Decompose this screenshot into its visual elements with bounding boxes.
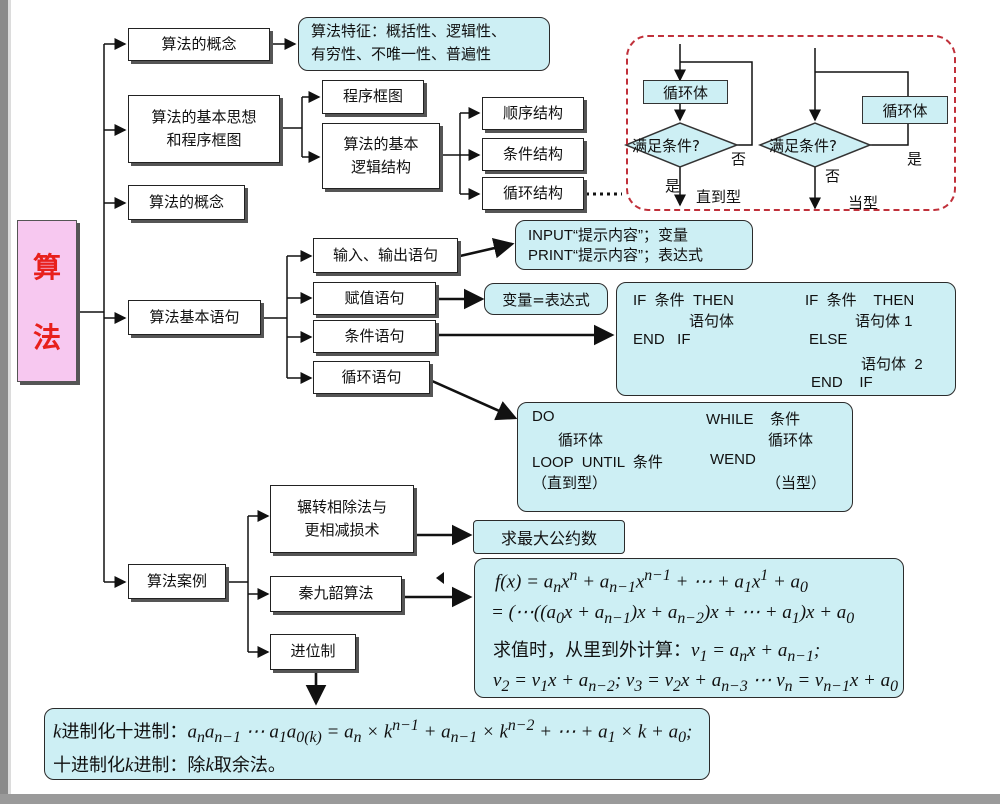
node-condition-structure: 条件结构 <box>482 138 584 171</box>
while-line3: WEND <box>710 451 756 468</box>
base-conv-line2: 十进制化k进制：除k取余法。 <box>53 751 286 777</box>
if2-line3: ELSE <box>809 331 848 348</box>
do-line2: 循环体 <box>558 432 604 449</box>
euclid-line2: 更相减损术 <box>304 521 380 539</box>
base-conv-k-1: k <box>53 721 62 743</box>
base-conv-line2-c: 取余法。 <box>213 755 286 776</box>
window-frame-left <box>0 0 8 804</box>
loop-diagram-frame <box>626 35 956 211</box>
qin-formula-line4: v2 = v1x + an−2; v3 = v2x + an−3 ⋯ vn = … <box>493 670 899 695</box>
while-line4: （当型） <box>766 475 827 492</box>
while-loop-body: 循环体 <box>862 96 948 124</box>
base-conversion-box: k进制化十进制：anan−1 ⋯ a1a0(k) = an × kn−1 + a… <box>44 708 710 780</box>
do-line3: LOOP UNTIL 条件 <box>532 454 663 471</box>
until-condition-label: 满足条件? <box>632 137 700 155</box>
node-algorithm-concept-2: 算法的概念 <box>128 185 245 220</box>
node-assign-statement: 赋值语句 <box>313 282 436 315</box>
window-frame-bottom <box>0 794 1000 804</box>
features-line2: 有穷性、不唯一性、普遍性 <box>311 44 492 63</box>
qin-formula-line3-text: 求值时，从里到外计算： <box>493 640 691 661</box>
until-type-label: 直到型 <box>696 188 742 206</box>
if1-line3: END IF <box>633 331 691 348</box>
root-node: 算 法 <box>17 220 77 382</box>
assign-detail-box: 变量=表达式 <box>484 283 608 315</box>
base-conv-line1: k进制化十进制：anan−1 ⋯ a1a0(k) = an × kn−1 + a… <box>53 717 693 747</box>
node-algorithm-concept: 算法的概念 <box>128 28 270 61</box>
root-char-1: 算 <box>32 251 61 284</box>
node-loop-statement: 循环语句 <box>313 361 430 394</box>
features-line1: 算法特征：概括性、逻辑性、 <box>311 22 507 40</box>
node-basic-logic: 算法的基本 逻辑结构 <box>322 123 440 189</box>
gcd-box: 求最大公约数 <box>473 520 625 554</box>
node-basic-idea: 算法的基本思想 和程序框图 <box>128 95 280 163</box>
io-detail-input: INPUT“提示内容”；变量 <box>528 227 688 244</box>
if-statement-box: IF 条件 THEN 语句体 END IF IF 条件 THEN 语句体 1 E… <box>616 282 956 396</box>
if1-line1: IF 条件 THEN <box>633 292 734 309</box>
base-conv-k-2: k <box>125 755 134 776</box>
euclid-line1: 辗转相除法与 <box>296 497 387 516</box>
until-loop-body: 循环体 <box>643 80 728 104</box>
node-euclid: 辗转相除法与 更相减损术 <box>270 485 414 553</box>
do-line4: （直到型） <box>532 475 608 492</box>
while-line2: 循环体 <box>768 432 814 449</box>
do-line1: DO <box>532 408 555 425</box>
basic-logic-line2: 逻辑结构 <box>350 158 411 176</box>
io-detail-print: PRINT“提示内容”；表达式 <box>528 247 703 265</box>
node-basic-statements: 算法基本语句 <box>128 300 261 335</box>
node-algorithm-cases: 算法案例 <box>128 564 226 599</box>
base-conv-line1-text: 进制化十进制： <box>61 721 188 743</box>
if2-line5: END IF <box>811 374 873 391</box>
node-program-chart: 程序框图 <box>322 80 424 114</box>
while-line1: WHILE 条件 <box>706 411 801 428</box>
qin-formula-line1: f(x) = anxn + an−1xn−1 + ⋯ + a1x1 + a0 <box>495 567 808 597</box>
base-conv-k-3: k <box>205 755 214 776</box>
node-base-system: 进位制 <box>270 634 356 670</box>
node-sequence-structure: 顺序结构 <box>482 97 584 130</box>
window-frame-left-inner <box>8 0 11 804</box>
until-no-label: 否 <box>731 150 747 168</box>
loop-statement-box: DO 循环体 LOOP UNTIL 条件 （直到型） WHILE 条件 循环体 … <box>517 402 853 512</box>
basic-idea-line1: 算法的基本思想 <box>151 107 257 126</box>
qin-formula-line3: 求值时，从里到外计算：v1 = anx + an−1; <box>493 640 821 665</box>
node-qin-jiushao: 秦九韶算法 <box>270 576 402 612</box>
if2-line4: 语句体 2 <box>861 356 923 373</box>
io-detail-box: INPUT“提示内容”；变量 PRINT“提示内容”；表达式 <box>515 220 753 270</box>
root-char-2: 法 <box>32 321 61 354</box>
until-yes-label: 是 <box>665 177 681 195</box>
if2-line1: IF 条件 THEN <box>805 292 915 309</box>
basic-idea-line2: 和程序框图 <box>166 131 242 149</box>
while-no-label: 否 <box>825 167 841 185</box>
node-io-statement: 输入、输出语句 <box>313 238 458 273</box>
base-conv-line2-a: 十进制化 <box>53 755 125 776</box>
node-cond-statement: 条件语句 <box>313 320 436 353</box>
while-type-label: 当型 <box>848 194 879 212</box>
basic-logic-line1: 算法的基本 <box>343 134 419 153</box>
node-loop-structure: 循环结构 <box>482 177 584 210</box>
qin-formula-box: f(x) = anxn + an−1xn−1 + ⋯ + a1x1 + a0 =… <box>474 558 904 698</box>
features-box: 算法特征：概括性、逻辑性、 有穷性、不唯一性、普遍性 <box>298 17 550 71</box>
qin-formula-line2: = (⋯((a0x + an−1)x + an−2)x + ⋯ + a1)x +… <box>491 602 855 627</box>
base-conv-line2-b: 进制：除 <box>133 755 206 776</box>
if2-line2: 语句体 1 <box>855 313 913 330</box>
if1-line2: 语句体 <box>689 313 735 330</box>
while-condition-label: 满足条件? <box>769 137 837 155</box>
while-yes-label: 是 <box>907 150 923 168</box>
